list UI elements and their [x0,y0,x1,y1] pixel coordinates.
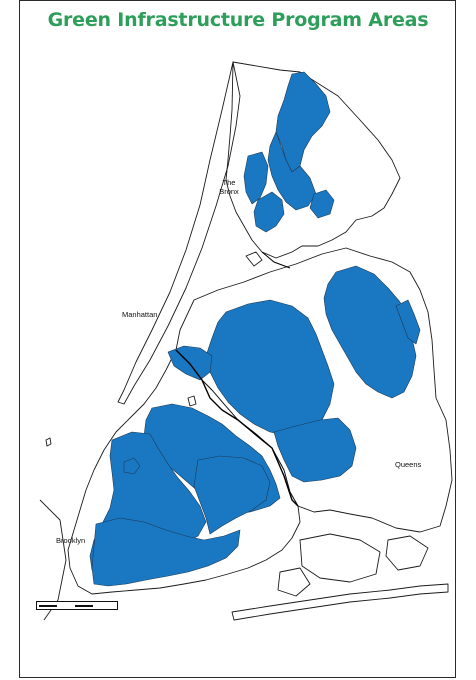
map-title: Green Infrastructure Program Areas [47,9,429,31]
program-area-queens-ne-east [395,299,421,345]
scale-bar-segment [75,605,93,607]
program-area-queens-lic [167,345,213,381]
program-area-brooklyn-small [123,457,141,475]
bay-island-1 [299,533,381,583]
program-area-bronx-south [253,191,285,233]
manhattan-outline [117,61,241,405]
rockaway [231,583,449,621]
program-area-bronx-east [309,189,335,219]
small-island-a [245,251,263,267]
label-the-bronx-text: The Bronx [219,178,239,196]
program-area-brooklyn-south [91,517,241,587]
program-area-queens-south [273,417,357,483]
bay-island-3 [277,567,311,597]
scale-bar-icon [36,601,118,610]
program-area-bronx-west [243,151,269,205]
label-brooklyn: Brooklyn [56,536,86,545]
scale-bar-segment [39,605,57,607]
brooklyn-outline [67,349,301,595]
small-island-c [45,437,52,447]
borough-boundary-bronx-queens [261,251,291,269]
bronx-outline [225,61,401,259]
program-area-queens-ne [323,265,417,399]
program-areas [89,71,421,587]
program-area-bronx-mid [267,131,317,211]
small-island-b [187,395,197,407]
program-area-queens-west [205,299,335,437]
bay-island-2 [385,535,429,571]
land-outlines [39,61,453,621]
label-manhattan: Manhattan [122,310,158,319]
label-the-bronx: The Bronx [214,178,244,196]
program-area-brooklyn-central [193,455,271,535]
borough-boundary-brooklyn-queens [175,349,299,507]
label-queens: Queens [395,460,422,469]
